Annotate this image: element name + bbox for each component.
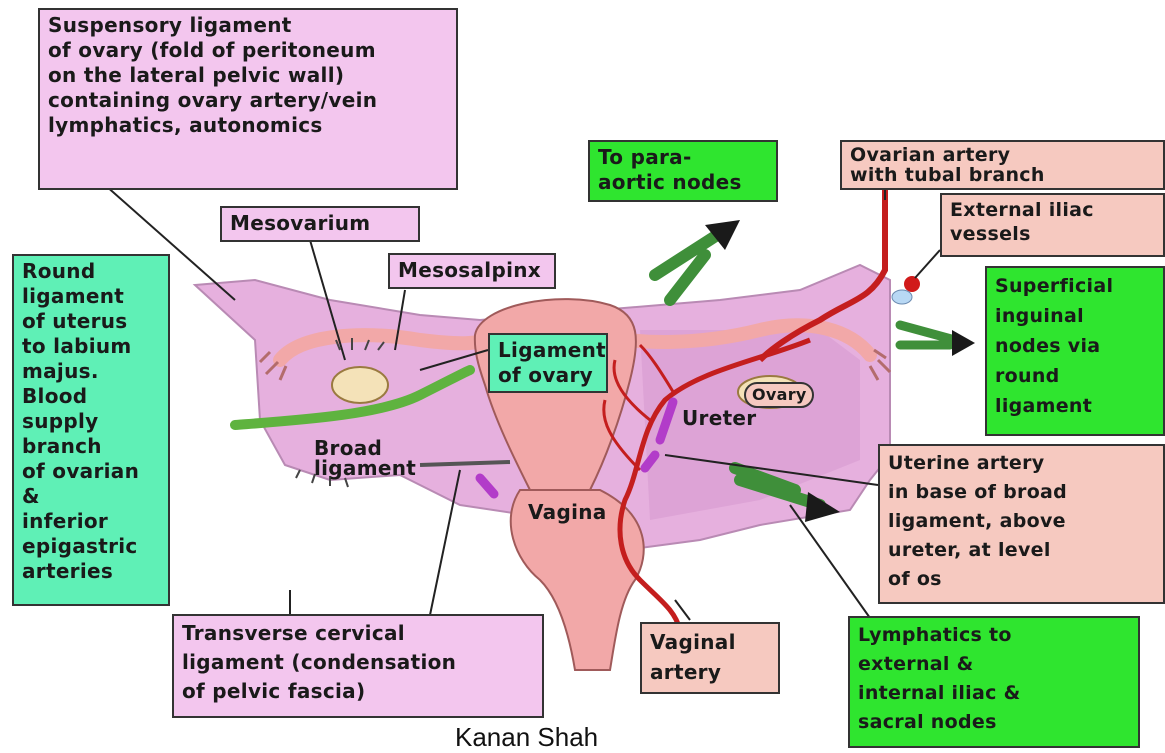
label-mesovarium: Mesovarium bbox=[220, 206, 420, 242]
label-broad-ligament: Broad ligament bbox=[314, 438, 424, 494]
label-lymphatics-iliac-sacral: Lymphatics to external & internal iliac … bbox=[848, 616, 1140, 748]
superficial-inguinal-lymph-arrow bbox=[900, 325, 975, 356]
label-superficial-inguinal-nodes: Superficial inguinal nodes via round lig… bbox=[985, 266, 1165, 436]
label-ureter: Ureter bbox=[682, 404, 782, 436]
label-ovarian-artery: Ovarian artery with tubal branch bbox=[840, 140, 1165, 190]
credit-author: Kanan Shah bbox=[455, 722, 598, 753]
label-vagina: Vagina bbox=[528, 500, 628, 530]
label-ligament-of-ovary: Ligament of ovary bbox=[488, 333, 608, 393]
label-suspensory-ligament: Suspensory ligament of ovary (fold of pe… bbox=[38, 8, 458, 190]
label-vaginal-artery: Vaginal artery bbox=[640, 622, 780, 694]
label-mesosalpinx: Mesosalpinx bbox=[388, 253, 556, 289]
external-iliac-vein-dot bbox=[892, 290, 912, 304]
para-aortic-lymph-arrow bbox=[655, 220, 740, 300]
label-para-aortic-nodes: To para- aortic nodes bbox=[588, 140, 778, 202]
leader-lymphatics bbox=[790, 505, 870, 618]
label-round-ligament: Round ligament of uterus to labium majus… bbox=[12, 254, 170, 606]
left-ovary bbox=[332, 367, 388, 403]
label-transverse-cervical-ligament: Transverse cervical ligament (condensati… bbox=[172, 614, 544, 718]
label-external-iliac-vessels: External iliac vessels bbox=[940, 193, 1165, 257]
leader-external-iliac bbox=[915, 250, 940, 278]
label-uterine-artery: Uterine artery in base of broad ligament… bbox=[878, 444, 1165, 604]
external-iliac-artery-dot bbox=[904, 276, 920, 292]
